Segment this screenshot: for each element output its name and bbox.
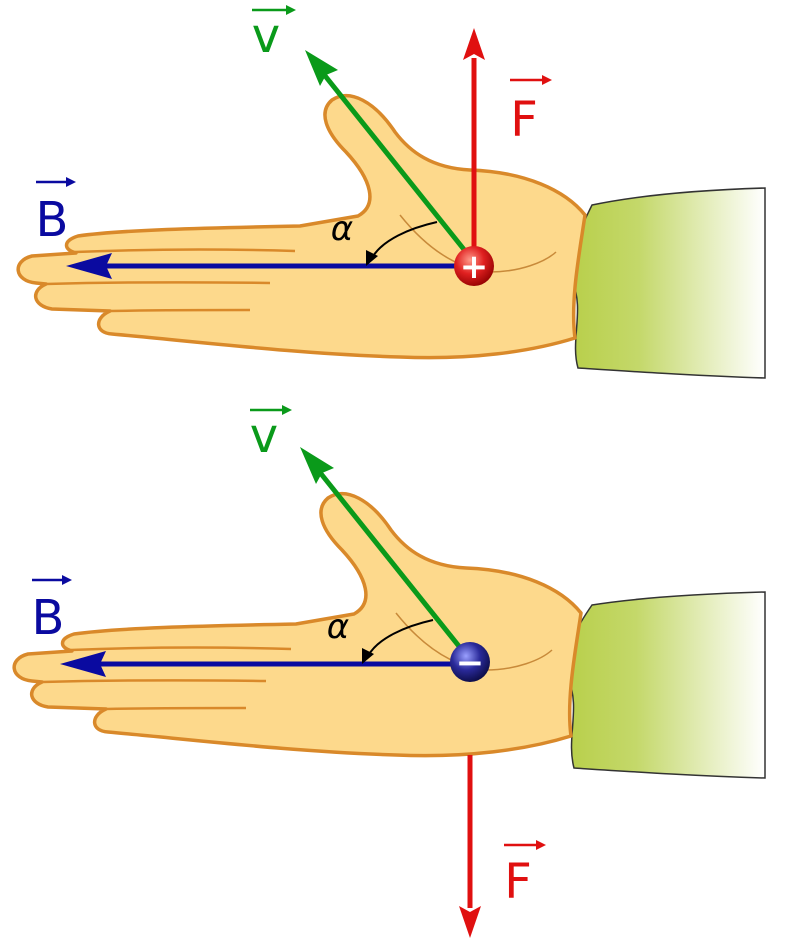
force-arrow xyxy=(463,28,485,60)
force-label: F xyxy=(504,854,532,910)
angle-label: α xyxy=(331,209,353,249)
hand xyxy=(12,492,583,758)
finger-lines xyxy=(41,646,292,711)
velocity-arrow xyxy=(300,447,334,484)
angle-arc xyxy=(371,221,438,259)
force-label: F xyxy=(510,92,538,148)
charge-sign: + xyxy=(460,247,489,287)
finger-lines xyxy=(45,248,296,313)
angle-label: α xyxy=(327,607,349,647)
field-label: B xyxy=(36,192,69,248)
angle-arc xyxy=(367,619,434,657)
negative-charge xyxy=(450,642,490,682)
sleeve xyxy=(569,187,766,379)
field-arrow xyxy=(60,651,106,677)
velocity-label: v xyxy=(252,8,280,64)
charge-sign: − xyxy=(456,643,485,683)
positive-charge xyxy=(454,246,494,286)
top-diagram: α + v F B xyxy=(16,5,766,379)
field-arrow xyxy=(66,253,112,279)
sleeve xyxy=(565,591,766,779)
force-arrow xyxy=(459,906,481,938)
bottom-diagram: α − v F B xyxy=(12,405,766,938)
hand xyxy=(16,94,587,360)
velocity-arrow xyxy=(305,50,338,86)
field-label: B xyxy=(32,590,65,646)
velocity-label: v xyxy=(250,408,278,464)
